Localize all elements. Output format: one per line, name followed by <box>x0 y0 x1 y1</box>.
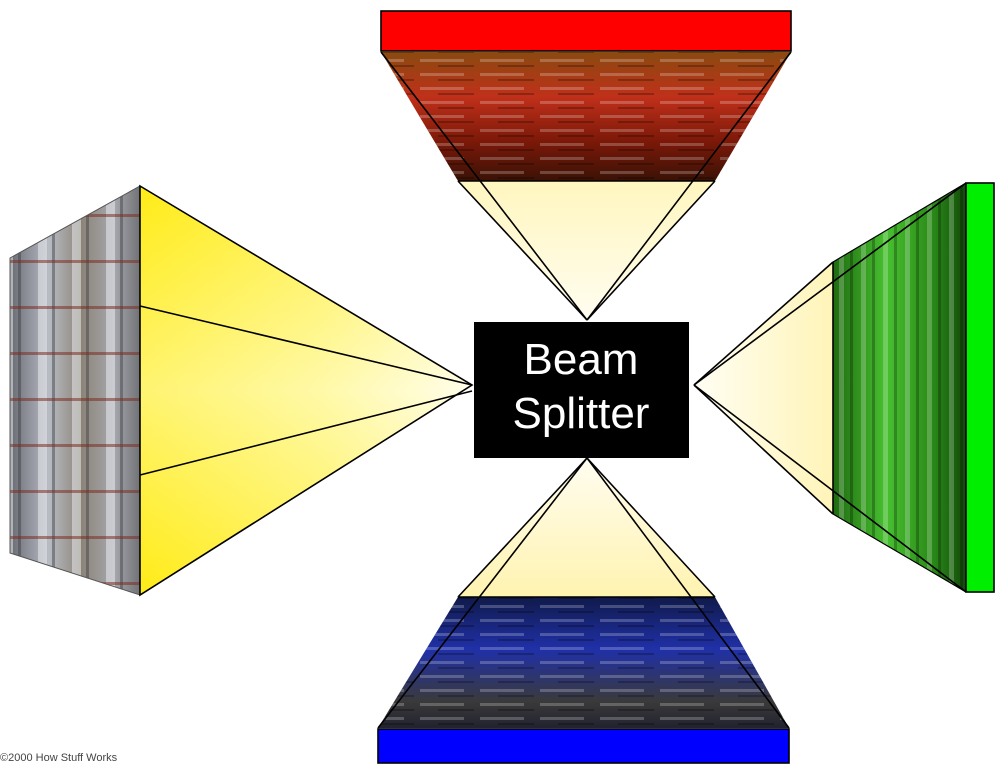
beam-splitter: Beam Splitter <box>474 322 689 458</box>
beam-splitter-label-line1: Beam <box>524 335 639 384</box>
green-channel <box>693 182 995 593</box>
copyright-credit: ©2000 How Stuff Works <box>0 752 118 764</box>
incoming-light-beam <box>139 184 474 597</box>
red-sensor <box>380 10 792 52</box>
blue-sensor <box>377 728 790 764</box>
beam-splitter-box <box>474 322 689 458</box>
blue-channel <box>377 457 790 764</box>
source-image-panel <box>9 185 141 596</box>
red-channel <box>380 10 792 321</box>
beam-splitter-label-line2: Splitter <box>513 389 650 438</box>
green-sensor <box>965 182 995 593</box>
